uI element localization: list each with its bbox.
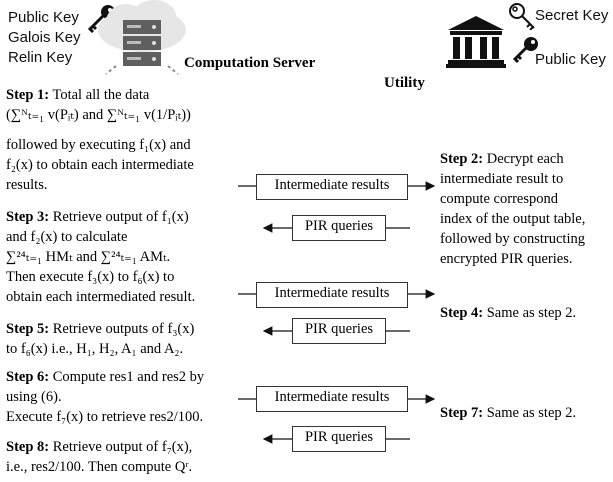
- step2-line6: encrypted PIR queries.: [440, 251, 573, 267]
- step6-label: Step 6:: [6, 369, 50, 385]
- step2-label: Step 2:: [440, 151, 484, 167]
- step7-text: Same as step 2.: [486, 405, 577, 421]
- step1-line1: Step 1: Total all the data: [6, 86, 149, 104]
- step6-line2: using (6).: [6, 389, 62, 405]
- step2-line5: followed by constructing: [440, 231, 585, 247]
- public-key-icon: [512, 37, 538, 64]
- key-icon: [87, 5, 115, 33]
- step6-text: Compute res1 and res2 by: [52, 369, 205, 385]
- pir-queries-box-1: PIR queries: [292, 215, 386, 241]
- utility-public-key-label: Public Key: [535, 51, 606, 68]
- step5-label: Step 5:: [6, 321, 50, 337]
- step8-label: Step 8:: [6, 439, 50, 455]
- step6-line3: Execute f₇(x) to retrieve res2/100.: [6, 409, 204, 425]
- step1-line3: followed by executing f₁(x) and: [6, 137, 191, 153]
- step7-label: Step 7:: [440, 405, 484, 421]
- step3-line2: and f₂(x) to calculate: [6, 229, 128, 245]
- pir-queries-box-2: PIR queries: [292, 318, 386, 344]
- server-cloud-icon: [98, 0, 186, 75]
- step3-line5: obtain each intermediated result.: [6, 289, 196, 305]
- step2-line1: Step 2: Decrypt each: [440, 150, 564, 168]
- intermediate-results-box-1: Intermediate results: [256, 174, 408, 200]
- step3-line1: Step 3: Retrieve output of f₁(x): [6, 208, 189, 226]
- step2-line2: intermediate result to: [440, 171, 564, 187]
- server-key-public: Public Key: [8, 9, 79, 26]
- secret-key-icon: [509, 3, 535, 30]
- step5-line1: Step 5: Retrieve outputs of f₃(x): [6, 320, 194, 338]
- step3-text: Retrieve output of f₁(x): [52, 209, 189, 225]
- step3-line4: Then execute f₃(x) to f₆(x) to: [6, 269, 175, 285]
- utility-title: Utility: [384, 75, 425, 91]
- step1-line5: results.: [6, 177, 48, 193]
- step5-text: Retrieve outputs of f₃(x): [52, 321, 195, 337]
- step3-line3: ∑²⁴ₜ₌₁ HMₜ and ∑²⁴ₜ₌₁ AMₜ.: [6, 249, 171, 265]
- step1-label: Step 1:: [6, 87, 50, 103]
- secret-key-label: Secret Key: [535, 7, 609, 24]
- step2-text: Decrypt each: [486, 151, 564, 167]
- step1-line4: f₂(x) to obtain each intermediate: [6, 157, 194, 173]
- step8-line2: i.e., res2/100. Then compute Qʳ.: [6, 459, 193, 475]
- step3-label: Step 3:: [6, 209, 50, 225]
- step5-line2: to f₆(x) i.e., H₁, H₂, A₁ and A₂.: [6, 341, 184, 357]
- intermediate-results-box-3: Intermediate results: [256, 386, 408, 412]
- step4-label: Step 4:: [440, 305, 484, 321]
- intermediate-results-box-2: Intermediate results: [256, 282, 408, 308]
- step4-line: Step 4: Same as step 2.: [440, 304, 576, 322]
- step8-text: Retrieve output of f₇(x),: [52, 439, 193, 455]
- computation-server-title: Computation Server: [184, 55, 316, 71]
- step7-line: Step 7: Same as step 2.: [440, 404, 576, 422]
- server-key-relin: Relin Key: [8, 49, 73, 66]
- step8-line1: Step 8: Retrieve output of f₇(x),: [6, 438, 192, 456]
- step1-line2: (∑ᴺₜ₌₁ v(Pᵢₜ) and ∑ᴺₜ₌₁ v(1/Pᵢₜ)): [6, 107, 191, 123]
- bank-building-icon: [446, 16, 506, 68]
- server-key-galois: Galois Key: [8, 29, 81, 46]
- step4-text: Same as step 2.: [486, 305, 577, 321]
- step2-line3: compute correspond: [440, 191, 558, 207]
- pir-queries-box-3: PIR queries: [292, 426, 386, 452]
- step6-line1: Step 6: Compute res1 and res2 by: [6, 368, 204, 386]
- step1-text: Total all the data: [52, 87, 150, 103]
- step2-line4: index of the output table,: [440, 211, 586, 227]
